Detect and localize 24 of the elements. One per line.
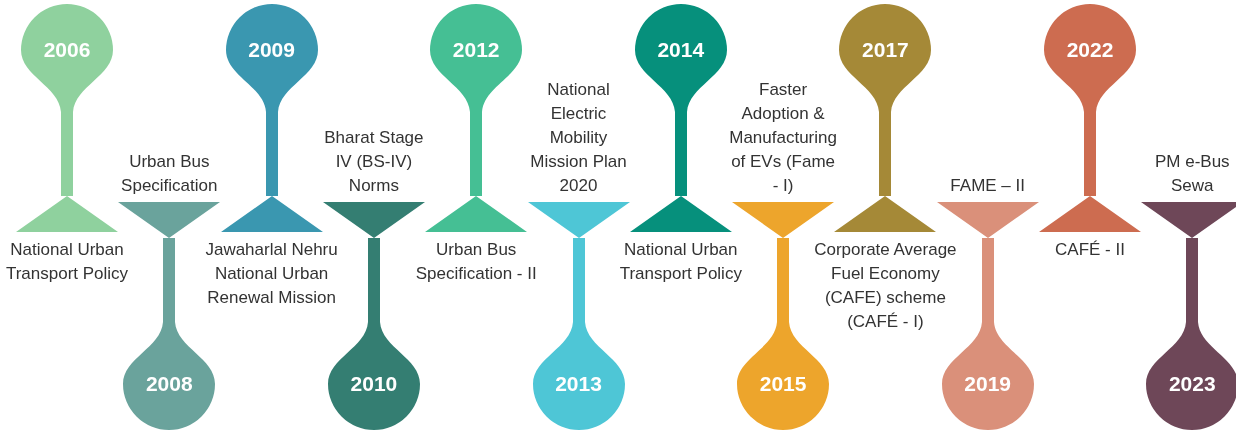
milestone-text: Jawaharlal Nehru National Urban Renewal Mission bbox=[204, 239, 339, 309]
milestone-text: PM e-Bus Sewa bbox=[1153, 151, 1231, 197]
year-label: 2010 bbox=[349, 371, 399, 397]
year-label: 2013 bbox=[554, 371, 603, 397]
year-label: 2014 bbox=[656, 37, 706, 63]
milestone-text: Faster Adoption & Manufacturing of EVs (Fame - I) bbox=[728, 79, 838, 197]
year-label: 2015 bbox=[758, 371, 808, 397]
year-label: 2006 bbox=[42, 37, 92, 63]
year-label: 2022 bbox=[1065, 37, 1115, 63]
milestone-text: National Urban Transport Policy bbox=[4, 239, 130, 285]
milestone-text: FAME – II bbox=[949, 175, 1026, 197]
milestone-text: Bharat Stage IV (BS-IV) Norms bbox=[323, 127, 425, 197]
year-label: 2008 bbox=[144, 371, 194, 397]
milestone-text: Urban Bus Specification bbox=[120, 151, 219, 197]
milestone-text: CAFÉ - II bbox=[1054, 239, 1126, 261]
year-label: 2019 bbox=[963, 371, 1013, 397]
year-label: 2012 bbox=[451, 37, 501, 63]
year-label: 2017 bbox=[861, 37, 910, 63]
milestone-text: Corporate Average Fuel Economy (CAFE) scheme (CAFÉ - I) bbox=[813, 239, 958, 333]
year-label: 2009 bbox=[247, 37, 296, 63]
year-label: 2023 bbox=[1167, 371, 1217, 397]
milestone-text: National Urban Transport Policy bbox=[618, 239, 743, 285]
milestone-text: National Electric Mobility Mission Plan 2020 bbox=[529, 79, 628, 197]
milestone-text: Urban Bus Specification - II bbox=[414, 239, 538, 285]
